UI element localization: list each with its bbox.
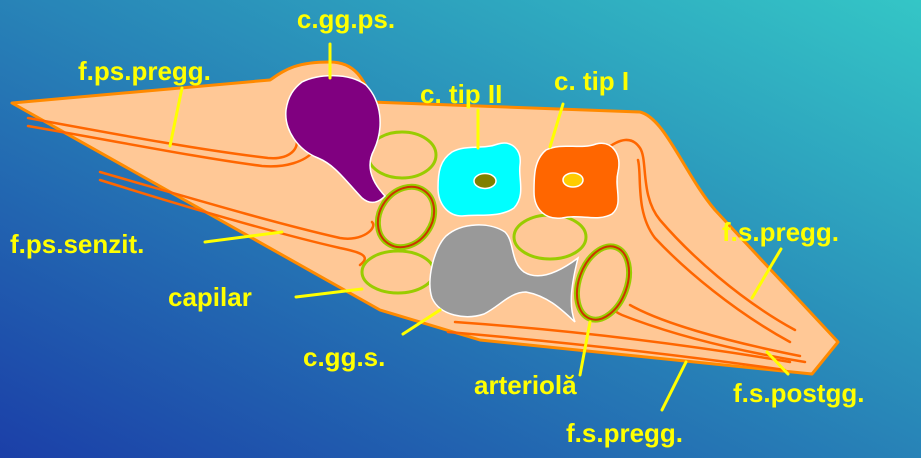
label-c-tip-ii: c. tip II xyxy=(420,79,502,109)
label-capilar: capilar xyxy=(168,282,252,312)
label-c-gg-ps: c.gg.ps. xyxy=(297,4,395,34)
capillary-bottom xyxy=(362,251,434,293)
label-f-s-pregg-right: f.s.pregg. xyxy=(722,217,839,247)
label-arteriola: arteriolă xyxy=(474,370,577,400)
capillary-middle xyxy=(514,215,586,259)
label-f-s-postgg: f.s.postgg. xyxy=(733,378,864,408)
label-c-tip-i: c. tip I xyxy=(554,66,629,96)
type-i-cell-nucleus xyxy=(563,173,583,187)
type-ii-cell-nucleus xyxy=(474,174,496,189)
label-f-ps-pregg: f.ps.pregg. xyxy=(78,56,211,86)
label-f-ps-senzit: f.ps.senzit. xyxy=(10,229,144,259)
label-f-s-pregg-bottom: f.s.pregg. xyxy=(566,418,683,448)
label-c-gg-s: c.gg.s. xyxy=(303,342,385,372)
